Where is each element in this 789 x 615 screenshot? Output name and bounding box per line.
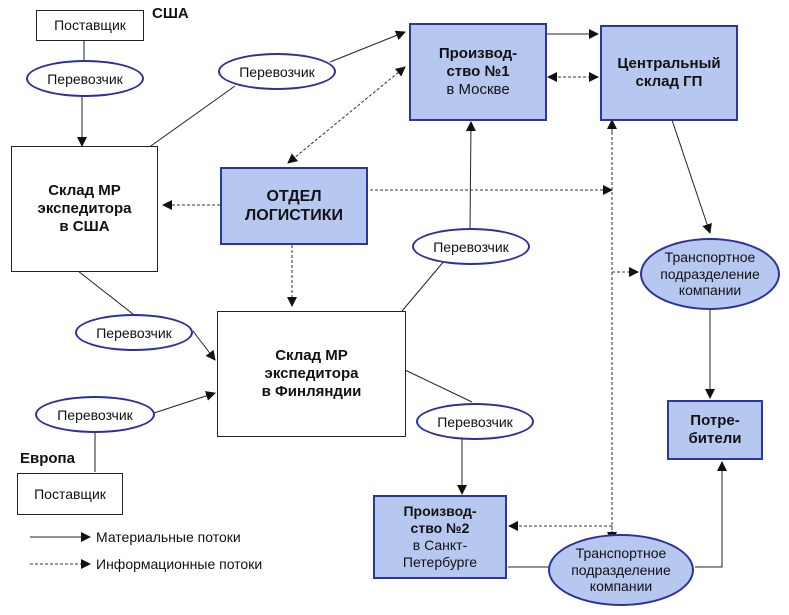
carrier-mid-label: Перевозчик: [433, 238, 509, 255]
production1-box[interactable]: Производ- ство №1 в Москве: [409, 23, 547, 121]
flow-carrier-left-warehouse-fin: [192, 330, 216, 361]
warehouse-usa-line3: в США: [59, 218, 110, 235]
supplier-europe-label: Поставщик: [34, 485, 106, 502]
transport1-line2: подразделение: [660, 265, 760, 282]
warehouse-finland-box[interactable]: Склад МР экспедитора в Финляндии: [217, 311, 406, 437]
transport1-line3: компании: [678, 282, 742, 299]
consumers-line2: бители: [688, 430, 742, 447]
region-label-usa: США: [152, 5, 189, 22]
carrier-europe-label: Перевозчик: [57, 406, 133, 423]
prod2-line1: Производ-: [403, 503, 477, 520]
prod2-line2: ство №2: [410, 520, 470, 537]
logistics-dept-box[interactable]: ОТДЕЛ ЛОГИСТИКИ: [220, 167, 368, 245]
warehouse-usa-box[interactable]: Склад МР экспедитора в США: [11, 146, 158, 272]
central-line1: Центральный: [617, 55, 721, 72]
legend-info-label: Информационные потоки: [96, 556, 263, 572]
carrier-top-ellipse[interactable]: Перевозчик: [218, 53, 336, 90]
legend-material-label: Материальные потоки: [96, 529, 241, 545]
carrier-finland-label: Перевозчик: [437, 413, 513, 430]
flow-central-transport1: [671, 119, 712, 234]
transport1-line1: Транспортное: [664, 248, 756, 265]
flow-warehouse-fin-carrier-fin: [404, 369, 473, 403]
prod1-line1: Производ-: [438, 45, 518, 62]
central-line2: склад ГП: [635, 73, 703, 90]
carrier-left-ellipse[interactable]: Перевозчик: [75, 314, 193, 351]
transport-division2-ellipse[interactable]: Транспортное подразделение компании: [548, 534, 694, 606]
transport2-line1: Транспортное: [575, 544, 667, 561]
carrier-left-label: Перевозчик: [96, 324, 172, 341]
carrier-finland-ellipse[interactable]: Перевозчик: [416, 403, 534, 440]
carrier-mid-ellipse[interactable]: Перевозчик: [412, 228, 530, 265]
supplier-europe-box[interactable]: Поставщик: [17, 473, 123, 515]
flow-warehouse-fin-carrier-mid: [401, 259, 446, 312]
central-warehouse-box[interactable]: Центральный склад ГП: [600, 25, 738, 121]
consumers-line1: Потре-: [690, 412, 740, 429]
warehouse-usa-line1: Склад МР: [48, 182, 121, 199]
flow-carrier-mid-prod1: [465, 121, 476, 231]
prod2-line3: в Санкт-: [412, 537, 468, 553]
transport2-line2: подразделение: [571, 561, 671, 578]
consumers-box[interactable]: Потре- бители: [667, 400, 763, 460]
warehouse-fin-line1: Склад МР: [275, 347, 348, 364]
transport2-line3: компании: [589, 578, 653, 595]
flow-carrier-eu-warehouse-fin: [153, 391, 216, 414]
logistics-line1: ОТДЕЛ: [266, 187, 322, 205]
warehouse-fin-line2: экспедитора: [264, 365, 359, 382]
region-label-europe: Европа: [20, 450, 75, 467]
flow-carrier-top-prod1: [329, 30, 406, 63]
supplier-usa-box[interactable]: Поставщик: [36, 10, 144, 41]
carrier-top-label: Перевозчик: [239, 63, 315, 80]
flow-warehouse-usa-carrier-top: [147, 85, 236, 149]
carrier-usa-ellipse[interactable]: Перевозчик: [26, 60, 144, 97]
prod2-line4: Петербурге: [402, 553, 478, 570]
supplier-usa-label: Поставщик: [54, 17, 126, 34]
warehouse-fin-line3: в Финляндии: [261, 383, 362, 400]
transport-division1-ellipse[interactable]: Транспортное подразделение компании: [640, 238, 780, 310]
prod1-line2: ство №1: [446, 63, 510, 80]
production2-box[interactable]: Производ- ство №2 в Санкт- Петербурге: [373, 495, 507, 579]
carrier-usa-label: Перевозчик: [47, 70, 123, 87]
logistics-line2: ЛОГИСТИКИ: [245, 207, 343, 224]
warehouse-usa-line2: экспедитора: [37, 200, 132, 217]
flow-transport2-consumers: [695, 461, 727, 568]
prod1-line3: в Москве: [446, 81, 510, 98]
flow-warehouse-usa-carrier-left: [77, 270, 139, 319]
carrier-europe-ellipse[interactable]: Перевозчик: [35, 396, 155, 433]
info-logistics-prod1: [287, 66, 406, 164]
